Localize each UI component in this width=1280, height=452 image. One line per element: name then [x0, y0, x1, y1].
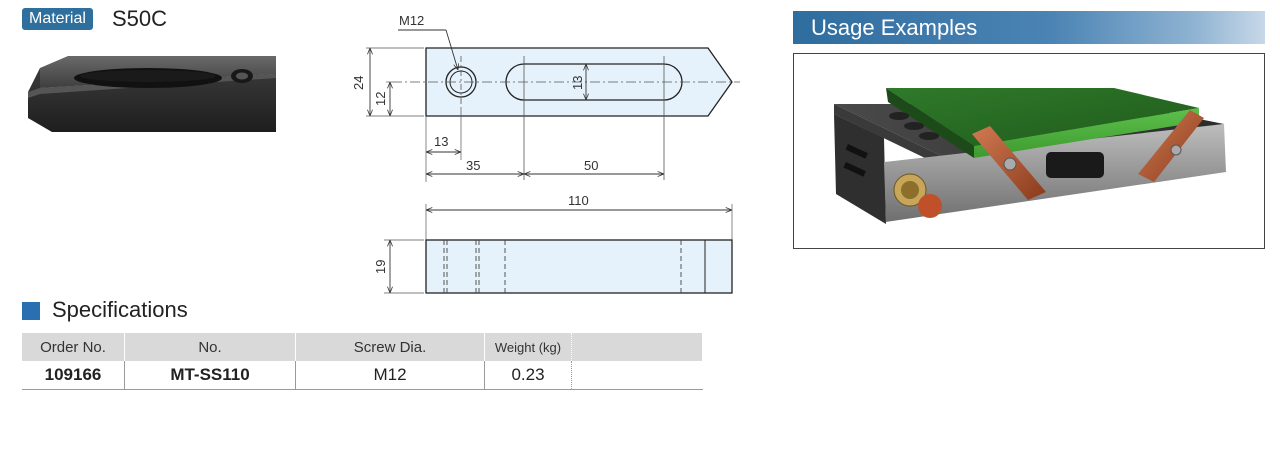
dim-slot-width: 13: [570, 76, 585, 90]
dim-hole-center: 12: [373, 92, 388, 106]
dim-height: 24: [351, 76, 366, 90]
cell-screw-dia: M12: [295, 361, 485, 390]
cell-no: MT-SS110: [124, 361, 296, 390]
dim-thickness: 19: [373, 260, 388, 274]
specifications-title: Specifications: [52, 297, 188, 322]
cell-extra: [571, 361, 703, 390]
dim-to-slot: 35: [466, 158, 480, 173]
side-view-outline: [425, 239, 733, 294]
specifications-table: Order No. No. Screw Dia. Weight (kg) 109…: [22, 333, 703, 390]
product-photo: [28, 56, 276, 132]
col-screw-dia: Screw Dia.: [295, 333, 485, 361]
usage-example-photo: [834, 88, 1226, 224]
material-value: S50C: [112, 6, 168, 31]
usage-examples-header: Usage Examples: [793, 11, 1265, 44]
usage-example-frame: [793, 53, 1265, 249]
table-row: 109166 MT-SS110 M12 0.23: [22, 361, 703, 390]
col-no: No.: [124, 333, 296, 361]
dim-overall-length: 110: [568, 193, 589, 208]
col-weight: Weight (kg): [484, 333, 572, 361]
dim-hole-offset: 13: [434, 134, 448, 149]
table-header-row: Order No. No. Screw Dia. Weight (kg): [22, 333, 703, 361]
heading-square-icon: [22, 302, 40, 320]
technical-drawing: M12 24 12 13 13 35 50 110 19: [351, 13, 740, 294]
material-badge: Material: [22, 8, 93, 30]
cell-order-no: 109166: [22, 361, 125, 390]
thread-label: M12: [399, 13, 424, 28]
col-extra: [571, 333, 703, 361]
col-order-no: Order No.: [22, 333, 125, 361]
dim-slot-length: 50: [584, 158, 598, 173]
cell-weight: 0.23: [484, 361, 572, 390]
usage-examples-title: Usage Examples: [811, 15, 978, 40]
